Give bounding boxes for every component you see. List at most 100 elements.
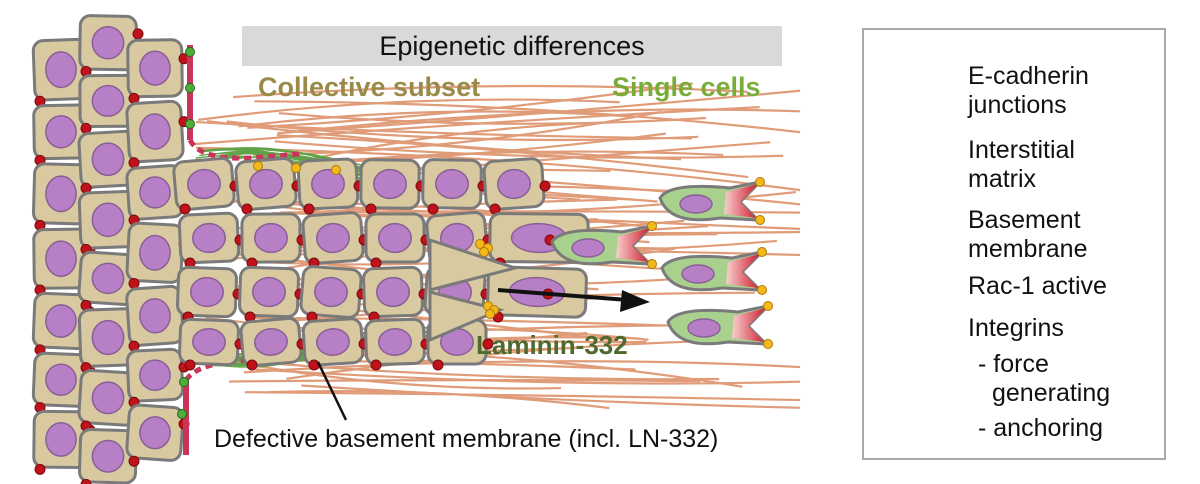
force-integrin [647,259,657,269]
ecadherin-junction [80,122,92,134]
laminin-label: Laminin-332 [476,330,628,360]
epithelial-cell [78,73,138,128]
matrix-fiber [243,360,801,374]
leader-cell-tip [428,290,505,343]
matrix-fiber [198,98,620,121]
anchoring-integrin [177,409,187,419]
nucleus [45,115,77,149]
ecadherin-junction [128,455,140,467]
epithelial-cell [32,227,90,290]
epithelial-cell [239,316,303,368]
ecadherin-junction [370,359,382,371]
nucleus [45,240,77,278]
nucleus [497,168,531,200]
epithelial-cell [77,369,139,427]
force-integrin [757,285,767,295]
epithelial-cell [299,265,363,319]
ecadherin-junction [128,157,140,169]
ecadherin-junction [303,203,315,215]
force-integrin [763,301,773,311]
leader-cell-tip [428,237,521,292]
nucleus [571,238,605,258]
nucleus [254,328,288,356]
nucleus [139,50,171,86]
legend-anchoring-label: - anchoring [978,414,1104,442]
single-cell [666,301,773,349]
matrix-fiber [301,384,801,409]
epithelial-cell [31,162,91,226]
matrix-fiber [226,120,699,142]
anchoring-integrin [185,47,195,57]
anchoring-integrin [179,377,189,387]
nucleus [192,328,226,356]
nucleus [91,25,125,60]
epithelial-cell [301,211,365,265]
epithelial-cell [125,164,185,221]
ecadherin-junction [432,359,444,371]
ecadherin-junction [128,278,140,290]
matrix-fiber [254,100,801,134]
epithelial-cell [421,158,483,210]
force-integrin [755,177,765,187]
epithelial-cell [240,212,302,264]
ecadherin-junction [241,203,253,215]
ecadherin-junction [80,478,92,484]
epithelial-cell [362,265,424,319]
nucleus [254,222,288,254]
epithelial-cell [125,99,185,164]
epithelial-cell [77,129,139,189]
nucleus [45,51,77,89]
nucleus [139,416,171,450]
nucleus [139,359,171,391]
nucleus [187,168,221,200]
ecadherin-junction [427,203,439,215]
epithelial-cell [234,156,298,212]
defective-bm-pointer [316,361,348,421]
nucleus [378,222,412,254]
nucleus [679,194,713,214]
epithelial-cell [78,427,138,484]
banner-title: Epigenetic differences [379,31,645,61]
matrix-fiber [276,134,749,179]
force-integrin [253,161,263,171]
force-integrin [475,239,485,249]
migration-arrow [497,288,650,312]
rac1-active-region [732,308,766,342]
epithelial-cell [238,265,300,319]
matrix-fiber [233,84,748,99]
epithelial-cell [125,347,185,403]
nucleus [139,298,171,334]
ecadherin-junction [308,359,320,371]
force-integrin [755,215,765,225]
epithelial-cell [177,211,241,265]
anchoring-integrin [185,83,195,93]
single-cell [660,247,767,295]
nucleus [314,276,348,308]
defective-bm-dashed [187,138,301,161]
nucleus [190,276,224,308]
rac1-active-region [616,228,650,262]
force-integrin [757,247,767,257]
nucleus [45,304,77,338]
single-migrating-cells [550,177,773,349]
epithelial-cell [482,157,546,211]
ecadherin-junction [365,203,377,215]
nucleus [192,222,226,254]
force-integrin [291,163,301,173]
nucleus [687,318,721,338]
force-integrin [647,221,657,231]
matrix-fiber [253,316,729,329]
epithelial-cell [172,156,236,212]
ecadherin-junction [370,257,382,269]
epithelial-cell [178,317,240,367]
epithelial-cell [301,317,365,367]
legend-box [862,28,1166,460]
epithelial-cell [125,221,185,284]
ecadherin-junction [482,338,494,350]
nucleus [139,234,171,271]
epithelial-cell [32,103,90,161]
defective-bm-label: Defective basement membrane (incl. LN-33… [214,425,719,453]
